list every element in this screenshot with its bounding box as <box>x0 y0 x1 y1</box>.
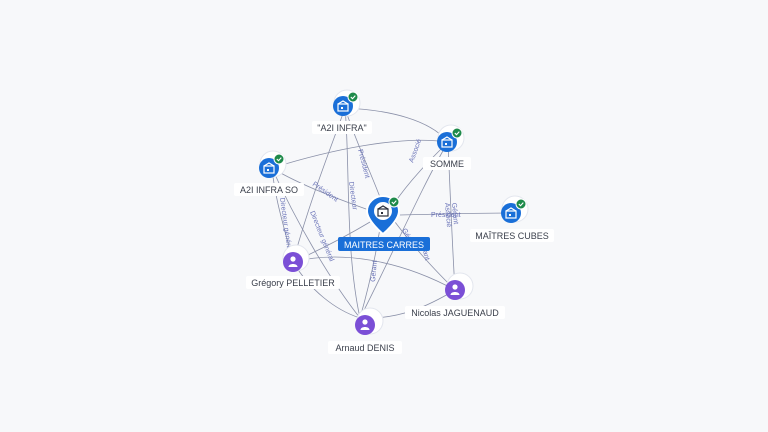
person-node-circle <box>283 252 303 272</box>
node-label: SOMME <box>430 159 464 169</box>
verified-check-icon <box>451 127 463 139</box>
verified-check-icon <box>388 196 400 208</box>
node-label: A2I INFRA SO <box>240 185 298 195</box>
edge-label-gerant-arnaud: Gérant <box>370 260 379 282</box>
node-label: MAITRES CARRES <box>344 240 424 250</box>
node-label: MAÎTRES CUBES <box>475 231 549 241</box>
node-maitres-carres[interactable]: MAITRES CARRES <box>338 194 430 251</box>
verified-check-icon <box>273 153 285 165</box>
node-a2i-infra[interactable]: "A2I INFRA" <box>312 89 372 134</box>
building-icon <box>441 136 453 148</box>
edge-arnaud-a2i-infra <box>344 107 361 319</box>
node-gregory-pelletier[interactable]: Grégory PELLETIER <box>246 244 340 289</box>
node-maitres-cubes[interactable]: MAÎTRES CUBES <box>470 195 554 242</box>
verified-check-icon <box>515 198 527 210</box>
building-icon <box>505 207 517 219</box>
edge-label-directeur-general-so: Directeur général <box>308 210 335 263</box>
node-somme[interactable]: SOMME <box>423 124 471 170</box>
edge-label-associe-cubes: Associé <box>443 203 452 228</box>
node-arnaud-denis[interactable]: Arnaud DENIS <box>328 307 402 354</box>
node-nicolas-jaguenaud[interactable]: Nicolas JAGUENAUD <box>405 272 505 319</box>
node-a2i-infra-so[interactable]: A2I INFRA SO <box>234 150 304 196</box>
building-icon <box>377 205 389 217</box>
person-icon <box>288 256 298 267</box>
person-node-circle <box>445 280 465 300</box>
node-label: Arnaud DENIS <box>335 343 394 353</box>
node-label: Nicolas JAGUENAUD <box>411 308 499 318</box>
edge-a2i-so-somme <box>271 139 449 169</box>
node-label: "A2I INFRA" <box>317 123 366 133</box>
edge-label-president-a2i: Président <box>356 149 370 179</box>
building-icon <box>263 162 275 174</box>
verified-check-icon <box>347 91 359 103</box>
edge-label-associe-somme: Associé <box>408 138 423 164</box>
edge-label-president-cubes: Président <box>431 212 461 219</box>
person-icon <box>450 284 460 295</box>
edge-maitres-carres-a2i-infra <box>344 107 384 206</box>
person-node-circle <box>355 315 375 335</box>
edge-maitres-carres-somme <box>392 141 449 206</box>
edge-label-directeur-a2i: Directeur <box>347 181 358 211</box>
person-icon <box>360 319 370 330</box>
edge-nicolas-gregory <box>292 256 456 291</box>
edge-maitres-carres-cubes <box>399 211 511 216</box>
building-icon <box>337 100 349 112</box>
edge-label-gerant-cubes: Gérant <box>450 203 459 225</box>
selected-label-background <box>338 237 430 251</box>
node-label: Grégory PELLETIER <box>251 278 335 288</box>
